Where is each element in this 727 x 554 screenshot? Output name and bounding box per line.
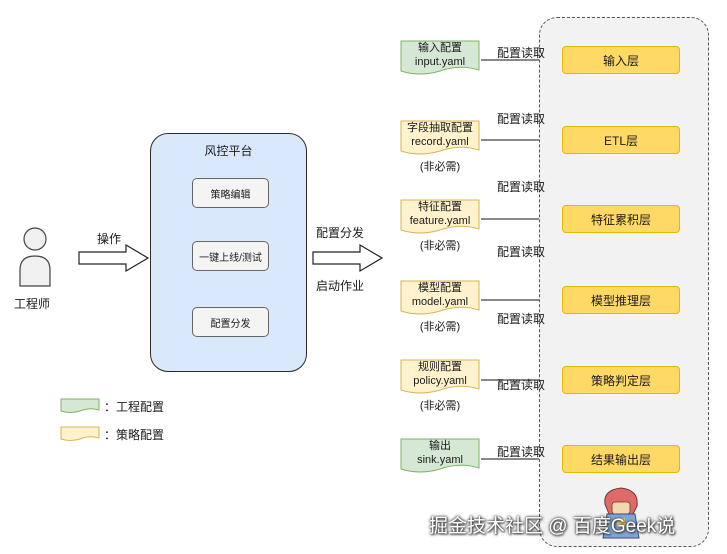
optional-note: (非必需) xyxy=(419,321,461,333)
layer-input: 输入层 xyxy=(562,46,680,74)
watermark: 掘金技术社区 @ 百度Geek说 xyxy=(429,516,676,537)
optional-note: (非必需) xyxy=(419,400,461,412)
layer-etl: ETL层 xyxy=(562,126,680,154)
doc-file: record.yaml xyxy=(411,136,469,148)
dispatch-arrow-icon xyxy=(312,243,384,273)
doc-title: 输入配置 xyxy=(418,42,462,54)
operate-arrow-icon xyxy=(78,243,150,273)
doc-title: 字段抽取配置 xyxy=(407,122,473,134)
doc-title: 模型配置 xyxy=(418,282,462,294)
read-label: 配置读取 xyxy=(497,180,546,194)
start-job-label: 启动作业 xyxy=(316,279,365,293)
doc-icon xyxy=(400,199,480,234)
doc-title: 输出 xyxy=(429,440,451,452)
person-icon xyxy=(19,227,51,287)
doc-icon xyxy=(60,426,100,441)
legend-swatch-strategy xyxy=(60,426,100,441)
layer-model: 模型推理层 xyxy=(562,286,680,314)
dispatch-label: 配置分发 xyxy=(316,226,365,240)
doc-input-config: 输入配置 input.yaml xyxy=(400,40,480,75)
legend-label-engineering: ：工程配置 xyxy=(104,400,165,414)
read-label: 配置读取 xyxy=(497,312,546,326)
platform-title: 风控平台 xyxy=(204,144,253,158)
actor-label: 工程师 xyxy=(14,297,51,311)
optional-note: (非必需) xyxy=(419,240,461,252)
mascot-icon xyxy=(602,487,640,539)
doc-icon xyxy=(400,120,480,155)
doc-icon xyxy=(400,40,480,75)
legend-label-strategy: ：策略配置 xyxy=(104,428,165,442)
legend-swatch-engineering xyxy=(60,398,100,413)
doc-file: feature.yaml xyxy=(409,215,471,227)
read-label: 配置读取 xyxy=(497,245,546,259)
doc-file: model.yaml xyxy=(411,296,469,308)
read-label: 配置读取 xyxy=(497,112,546,126)
step-strategy-edit: 策略编辑 xyxy=(192,178,269,208)
doc-file: policy.yaml xyxy=(413,375,467,387)
doc-file: sink.yaml xyxy=(417,454,463,466)
read-label: 配置读取 xyxy=(497,445,546,459)
layer-output: 结果输出层 xyxy=(562,445,680,473)
doc-icon xyxy=(400,280,480,315)
doc-icon xyxy=(60,398,100,413)
operate-label: 操作 xyxy=(97,232,122,246)
layer-policy: 策略判定层 xyxy=(562,366,680,394)
layer-feature: 特征累积层 xyxy=(562,205,680,233)
doc-icon xyxy=(400,359,480,394)
step-config-dispatch: 配置分发 xyxy=(192,307,269,337)
optional-note: (非必需) xyxy=(419,161,461,173)
read-label: 配置读取 xyxy=(497,378,546,392)
read-label: 配置读取 xyxy=(497,46,546,60)
doc-icon xyxy=(400,438,480,473)
doc-title: 特征配置 xyxy=(418,201,462,213)
doc-title: 规则配置 xyxy=(418,361,462,373)
doc-file: input.yaml xyxy=(414,56,466,68)
step-deploy-test: 一键上线/测试 xyxy=(192,241,269,271)
